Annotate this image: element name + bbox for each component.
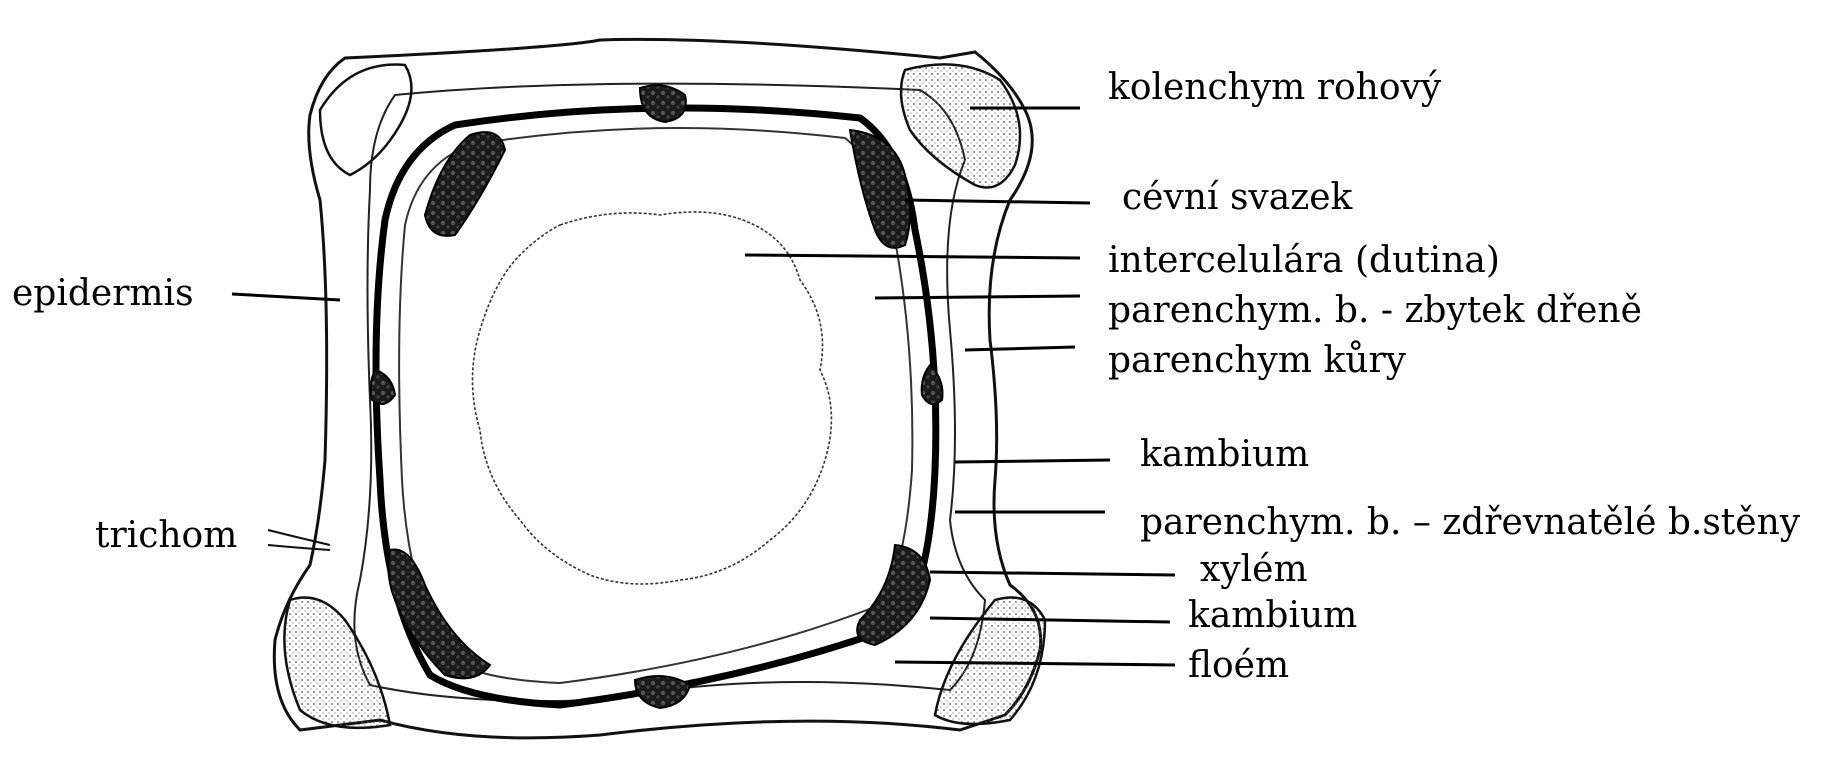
label-epidermis: epidermis bbox=[12, 276, 194, 312]
label-cevni-svazek: cévní svazek bbox=[1122, 180, 1352, 216]
label-xylem: xylém bbox=[1200, 552, 1308, 588]
label-intercelulara: intercelulára (dutina) bbox=[1108, 243, 1500, 279]
label-kambium-2: kambium bbox=[1188, 598, 1357, 634]
label-parenchym-kury: parenchym kůry bbox=[1108, 343, 1406, 379]
label-trichom: trichom bbox=[95, 518, 237, 554]
label-kambium-1: kambium bbox=[1140, 437, 1309, 473]
label-floem: floém bbox=[1188, 648, 1289, 684]
label-kolenchym: kolenchym rohový bbox=[1108, 70, 1441, 106]
label-parenchym-zdrevnatele: parenchym. b. – zdřevnatělé b.stěny bbox=[1140, 505, 1800, 541]
label-parenchym-zbytek: parenchym. b. - zbytek dřeně bbox=[1108, 293, 1642, 329]
